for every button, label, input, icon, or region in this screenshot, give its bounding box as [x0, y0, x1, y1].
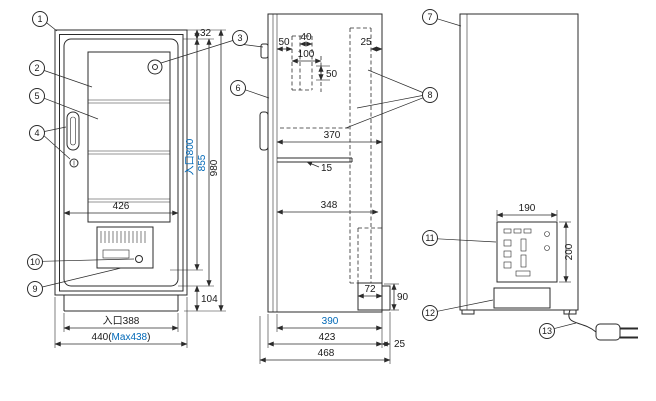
dim-423: 423: [319, 332, 336, 343]
side-shelf: [277, 157, 353, 163]
control-knob: [135, 255, 143, 263]
control-unit-vents: [100, 231, 146, 243]
key-lock: [69, 158, 79, 168]
svg-text:2: 2: [34, 63, 39, 73]
front-view: [54, 29, 188, 312]
dim-440-max438: 440(Max438): [92, 332, 151, 343]
internal-dashed-structure: [280, 27, 382, 284]
door-handle: [66, 111, 80, 151]
svg-text:13: 13: [542, 326, 552, 336]
side-dimensions: 50 40 100 50 25 370 15 348 72 90 390: [259, 32, 409, 364]
dim-104: 104: [201, 294, 218, 305]
shelf-lines: [88, 99, 170, 203]
door-handle-grip: [70, 116, 76, 146]
callout-5: 5: [29, 88, 99, 120]
electrical-panel: [496, 221, 558, 283]
svg-text:12: 12: [425, 308, 435, 318]
callouts: 1 2 5 4 10 9: [27, 9, 577, 339]
dim-190: 190: [519, 203, 536, 214]
svg-text:6: 6: [235, 83, 240, 93]
svg-text:5: 5: [34, 91, 39, 101]
dim-980: 980: [209, 159, 220, 176]
svg-text:9: 9: [32, 284, 37, 294]
callout-8: 8: [345, 69, 438, 129]
power-cord: [568, 309, 597, 333]
dim-25-rear: 25: [394, 339, 406, 350]
callout-6: 6: [230, 80, 270, 99]
hygrometer-dial: [147, 59, 163, 75]
dim-entrance-388: 入口388: [103, 316, 140, 327]
rear-foot-left: [461, 309, 475, 315]
svg-text:3: 3: [237, 33, 242, 43]
dim-426: 426: [113, 201, 130, 212]
svg-text:1: 1: [37, 14, 42, 24]
dim-72: 72: [364, 284, 376, 295]
power-plug: [595, 323, 621, 341]
electrical-panel-details: [503, 228, 550, 277]
callout-12: 12: [422, 299, 494, 321]
dim-15: 15: [321, 163, 333, 174]
dim-40: 40: [300, 32, 312, 43]
cabinet-base: [63, 295, 179, 312]
control-unit: [96, 226, 154, 269]
dim-855: 855: [197, 154, 208, 171]
door-window: [87, 51, 171, 223]
callout-1: 1: [32, 11, 58, 32]
dim-200: 200: [564, 243, 575, 260]
rear-bottom-box: [493, 287, 551, 309]
dim-348: 348: [321, 200, 338, 211]
front-dimensions: 32 入口800 855 980 104 426 入口388 440(Max43…: [54, 28, 226, 348]
callout-9: 9: [27, 267, 122, 297]
control-display: [102, 249, 130, 259]
callout-4: 4: [29, 125, 71, 160]
svg-text:4: 4: [34, 128, 39, 138]
door-panel: [63, 38, 179, 287]
svg-text:11: 11: [425, 233, 434, 243]
dim-25-top: 25: [360, 37, 372, 48]
dim-100: 100: [298, 49, 315, 60]
side-body: [267, 13, 383, 313]
svg-text:10: 10: [30, 257, 40, 267]
cabinet-outline: [54, 29, 188, 296]
callout-13: 13: [539, 322, 577, 339]
dim-370: 370: [324, 130, 341, 141]
cabinet-inner-frame: [59, 34, 184, 292]
svg-text:8: 8: [427, 90, 432, 100]
dim-32: 32: [200, 28, 212, 39]
callout-11: 11: [422, 230, 497, 246]
hinge: [260, 43, 269, 59]
dim-468: 468: [318, 348, 335, 359]
hygrometer-center: [152, 64, 158, 70]
dim-entrance-800: 入口800: [185, 138, 196, 175]
dim-390: 390: [322, 316, 339, 327]
rear-protrusion: [381, 285, 391, 311]
side-view: [259, 13, 391, 313]
rear-body: [459, 13, 579, 311]
rear-dimensions: 190 200: [496, 203, 575, 283]
callout-2: 2: [29, 60, 93, 88]
handle-profile: [259, 111, 269, 151]
dim-50-mid: 50: [326, 69, 338, 80]
svg-text:7: 7: [427, 12, 432, 22]
callout-7: 7: [422, 9, 462, 27]
dim-50-top: 50: [278, 37, 290, 48]
callout-3: 3: [160, 30, 264, 64]
rear-view: [459, 13, 638, 341]
callout-10: 10: [27, 254, 135, 270]
dim-90: 90: [397, 292, 409, 303]
